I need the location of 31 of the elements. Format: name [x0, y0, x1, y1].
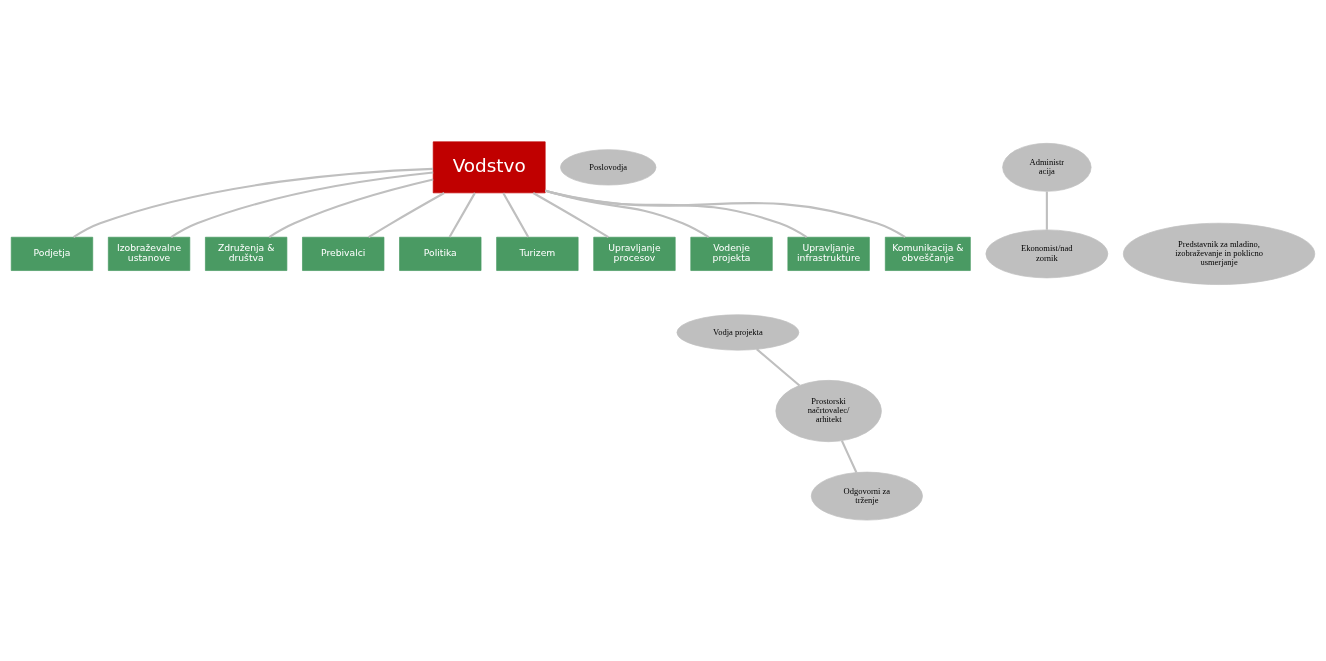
connector [448, 191, 476, 238]
connector [756, 347, 801, 386]
connector [1045, 191, 1048, 230]
node-box: Komunikacija & obveščanje [884, 236, 971, 271]
node-box: Podjetja [10, 236, 94, 271]
node-box: Upravljanje procesov [593, 236, 676, 271]
connector [544, 189, 906, 238]
node-ellipse: Administr acija [1002, 142, 1092, 192]
node-ellipse: Poslovodja [560, 148, 657, 185]
connector [545, 189, 808, 238]
node-ellipse: Vodja projekta [676, 313, 800, 351]
node-box: Turizem [496, 236, 579, 271]
connector [545, 188, 710, 238]
node-box: Vodstvo [432, 140, 546, 193]
connector [72, 167, 434, 238]
node-ellipse: Ekonomist/nad zornik [985, 229, 1109, 278]
connector [502, 191, 530, 238]
node-ellipse: Odgovorni za trženje [810, 471, 923, 520]
node-box: Izobraževalne ustanove [107, 236, 191, 271]
connector [532, 191, 609, 238]
node-box: Združenja & društva [205, 236, 288, 271]
node-box: Politika [399, 236, 482, 271]
connector [368, 191, 445, 238]
node-box: Vodenje projekta [690, 236, 773, 271]
node-box: Upravljanje infrastrukture [787, 236, 870, 271]
connector [170, 170, 434, 238]
connector [840, 439, 858, 473]
node-ellipse: Prostorski načrtovalec/ arhitekt [775, 379, 882, 442]
node-ellipse: Predstavnik za mladino, izobraževanje in poklicno usmerjanje [1122, 222, 1316, 285]
node-box: Prebivalci [302, 236, 385, 271]
connector [268, 178, 434, 238]
